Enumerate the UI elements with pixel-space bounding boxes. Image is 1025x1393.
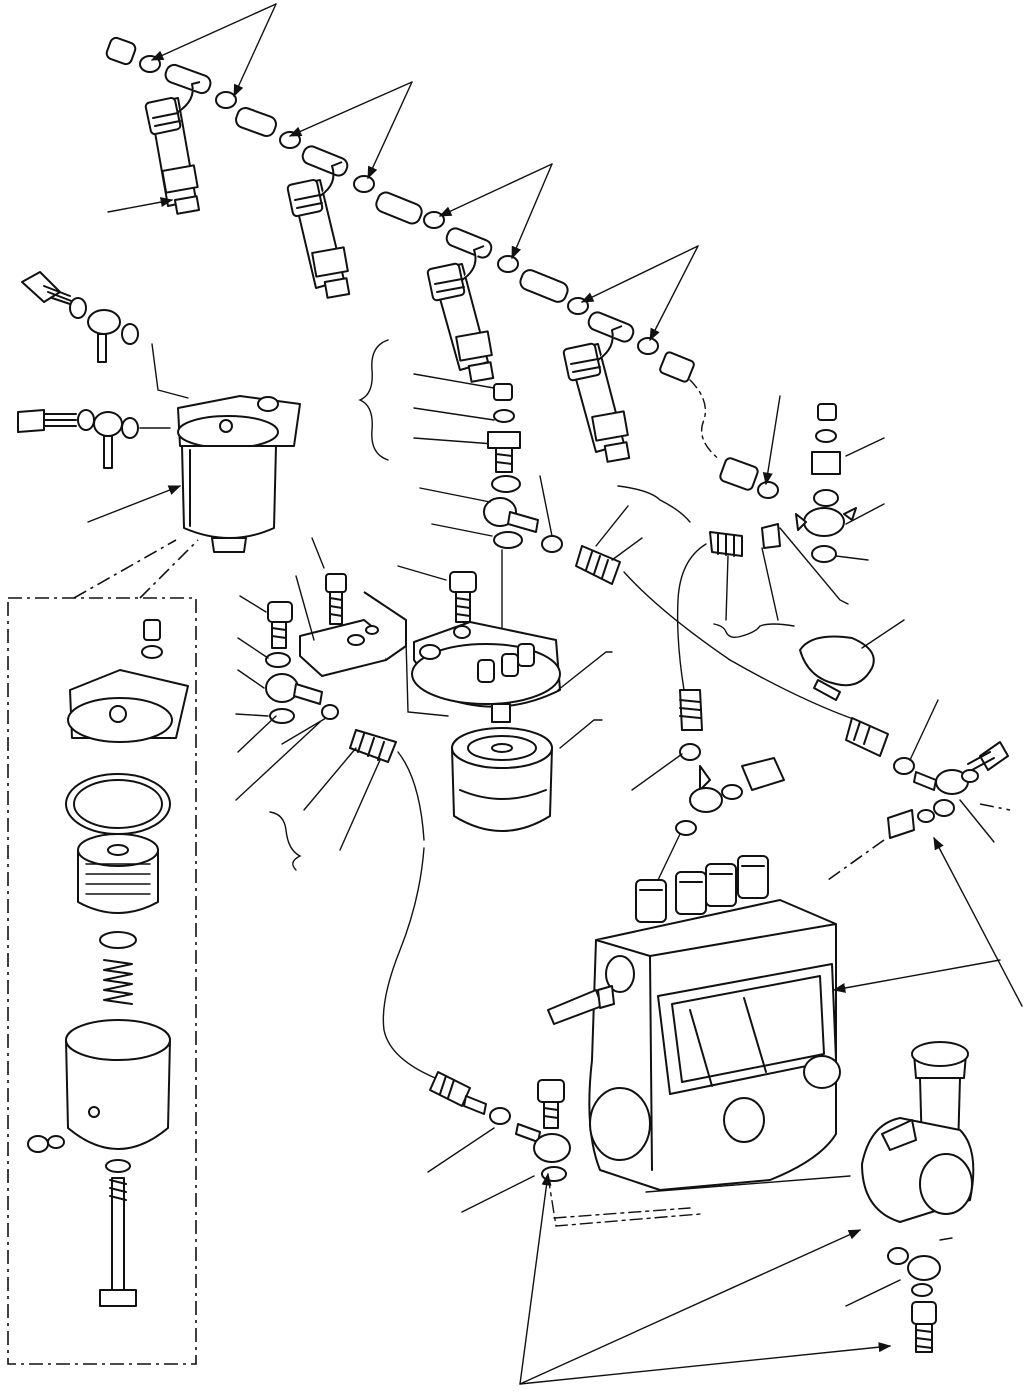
fuel-feed-pump — [861, 1041, 975, 1353]
overflow-return-parts — [623, 403, 1009, 843]
delivery-fittings — [631, 689, 785, 881]
fuel-filter-head-center — [358, 339, 691, 832]
fuel-injector-1 — [144, 81, 201, 215]
fuel-injector-3 — [426, 245, 495, 383]
fuel-injection-pump — [547, 855, 851, 1219]
callout-leaders-top — [107, 3, 781, 486]
bracket-and-banjo-left — [235, 537, 449, 871]
fuel-injector-4 — [562, 325, 631, 463]
fuel-filter-assembly — [17, 271, 301, 553]
assembly-centerlines — [827, 803, 1011, 881]
filter-exploded-view — [7, 539, 199, 1365]
callout-leaders-bottom — [519, 836, 1023, 1385]
fuel-injector-2 — [286, 161, 351, 299]
fuel-hose-lower — [382, 847, 571, 1213]
